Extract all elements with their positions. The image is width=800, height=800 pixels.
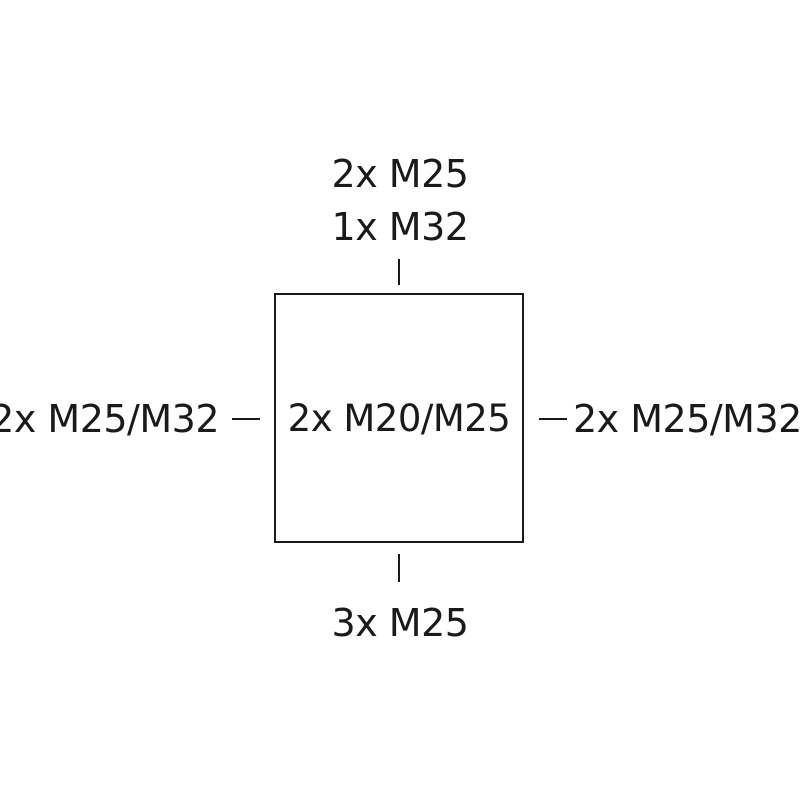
center-label: 2x M20/M25 xyxy=(287,397,511,440)
bottom-connector-line xyxy=(398,554,400,582)
top-connector-line xyxy=(398,259,400,285)
top-label-2: 1x M32 xyxy=(331,205,469,249)
left-label: 2x M25/M32 xyxy=(0,397,219,441)
enclosure-box xyxy=(274,293,524,543)
right-connector-line xyxy=(539,418,567,420)
top-label-1: 2x M25 xyxy=(331,152,469,196)
bottom-label: 3x M25 xyxy=(331,601,469,645)
right-label: 2x M25/M32 xyxy=(573,397,800,441)
left-connector-line xyxy=(232,418,260,420)
